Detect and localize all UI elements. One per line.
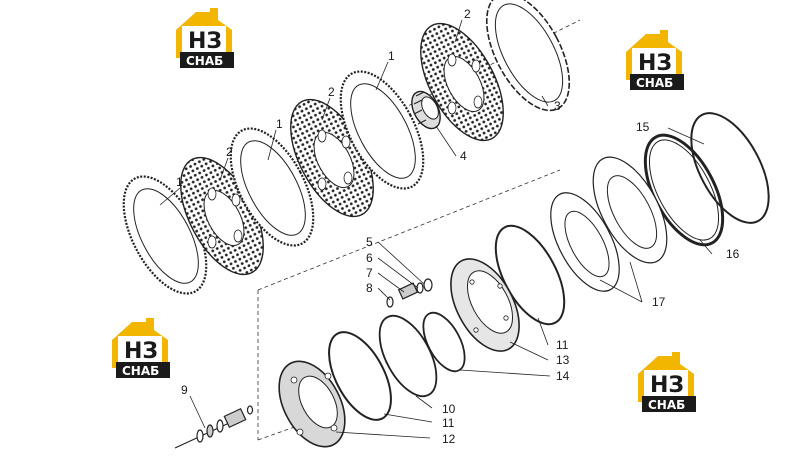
label-7: 7	[366, 266, 373, 280]
housing-12	[278, 360, 346, 448]
logo-text: СНАБ	[122, 364, 159, 378]
logo-top-left: НЗ СНАБ	[176, 8, 234, 68]
part-labels: 1 2 1 2 1 2 3 4 5 6 7 8 9 10 11 12 11 13…	[176, 7, 740, 446]
label-4: 4	[460, 149, 467, 163]
logo-bottom-right: НЗ СНАБ	[638, 352, 696, 412]
label-15: 15	[636, 120, 650, 134]
label-16: 16	[726, 247, 740, 261]
label-11a: 11	[442, 416, 455, 430]
logo-top-right: НЗ СНАБ	[626, 30, 684, 90]
label-2a: 2	[226, 145, 233, 159]
separator-plate-1c	[339, 70, 425, 190]
pressure-plate-17a	[592, 156, 668, 264]
label-3: 3	[554, 99, 561, 113]
label-6: 6	[366, 251, 373, 265]
friction-disc-2a	[180, 156, 264, 276]
logo-mark: НЗ	[650, 373, 684, 398]
logo-bottom-left: НЗ СНАБ	[112, 318, 170, 378]
pressure-plate-17b	[550, 192, 620, 292]
label-1b: 1	[276, 117, 283, 131]
label-9: 9	[181, 383, 188, 397]
o-ring-11b	[328, 331, 392, 421]
label-1a: 1	[176, 175, 183, 189]
logo-text: СНАБ	[636, 76, 673, 90]
outer-plate-3	[485, 0, 571, 112]
roller-bearing-4	[411, 90, 441, 130]
label-2b: 2	[328, 85, 335, 99]
logo-mark: НЗ	[638, 51, 672, 76]
separator-plate-1b	[229, 127, 315, 247]
leader-lines	[159, 19, 713, 439]
label-17: 17	[652, 295, 666, 309]
o-ring-10	[378, 314, 438, 398]
ring-15	[690, 112, 770, 224]
logo-mark: НЗ	[124, 339, 158, 364]
label-5: 5	[366, 235, 373, 249]
label-13: 13	[556, 353, 570, 367]
piston-13	[450, 258, 520, 352]
label-11b: 11	[556, 338, 569, 352]
label-12: 12	[442, 432, 456, 446]
label-2c: 2	[464, 7, 471, 21]
friction-disc-2c	[420, 22, 504, 142]
label-8: 8	[366, 281, 373, 295]
fitting-parts-5-8	[386, 278, 433, 308]
label-1c: 1	[388, 49, 395, 63]
logo-text: СНАБ	[648, 398, 685, 412]
valve-assembly-9	[174, 405, 254, 449]
label-10: 10	[442, 402, 456, 416]
label-14: 14	[556, 369, 570, 383]
logo-text: СНАБ	[186, 54, 223, 68]
logo-mark: НЗ	[188, 29, 222, 54]
